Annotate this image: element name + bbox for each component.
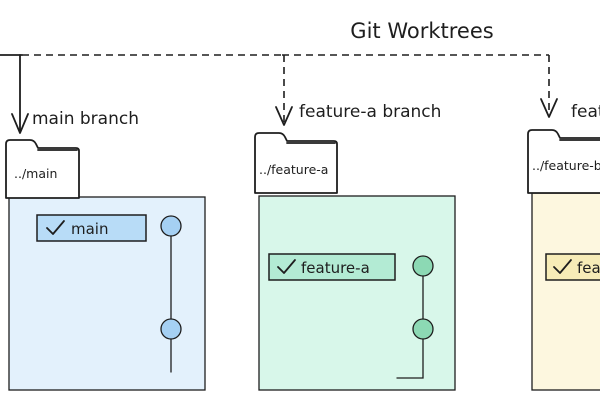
checkmark-icon — [553, 259, 572, 274]
feature-b-checkout-label: feature-b — [577, 259, 600, 277]
feature-b-arrow — [540, 55, 558, 118]
feature-a-checkout-tag: feature-a — [268, 253, 396, 281]
feature-a-commit-node — [412, 318, 434, 340]
diagram-title: Git Worktrees — [350, 19, 493, 43]
feature-b-worktree-panel — [531, 192, 600, 391]
worktree-main: main branch ../main main — [5, 54, 206, 391]
main-commit-node — [160, 215, 182, 237]
main-arrow — [11, 54, 29, 134]
main-checkout-tag-box — [36, 214, 147, 242]
feature-b-branch-label: feature-b branch — [571, 102, 600, 122]
main-folder-label: ../main — [14, 166, 57, 181]
feature-a-folder-shape — [254, 132, 338, 194]
feature-a-commit-line — [396, 275, 424, 379]
main-branch-label: main branch — [32, 109, 139, 129]
main-checkout-label: main — [71, 220, 108, 238]
feature-a-arrow — [275, 55, 293, 126]
diagram-canvas: Git Worktrees main branch ../main — [0, 19, 600, 391]
feature-a-folder-label: ../feature-a — [259, 162, 328, 177]
feature-a-commit-graph — [396, 255, 434, 379]
worktree-feature-b: feature-b branch ../feature-b feature-b — [527, 55, 600, 391]
folder-icon — [527, 129, 600, 194]
feature-a-worktree-panel — [258, 195, 456, 391]
main-checkout-tag: main — [36, 214, 147, 242]
main-commit-graph — [160, 215, 182, 373]
feature-a-arrow-head — [275, 106, 293, 126]
worktree-feature-a: feature-a branch ../feature-a feature-a — [254, 55, 456, 391]
folder-icon — [5, 139, 80, 199]
main-arrow-head — [11, 113, 29, 134]
feature-b-checkout-tag: feature-b — [545, 253, 600, 281]
feature-b-folder-shape — [527, 129, 600, 194]
feature-b-arrow-head — [540, 98, 558, 118]
feature-a-branch-label: feature-a branch — [299, 102, 441, 122]
checkmark-icon — [277, 259, 296, 274]
folder-icon — [254, 132, 338, 194]
feature-a-commit-node — [412, 255, 434, 277]
main-commit-node — [160, 318, 182, 340]
feature-b-folder-label: ../feature-b — [532, 158, 600, 173]
checkmark-icon — [46, 220, 65, 235]
feature-a-checkout-label: feature-a — [301, 259, 370, 277]
main-folder-shape — [5, 139, 80, 199]
